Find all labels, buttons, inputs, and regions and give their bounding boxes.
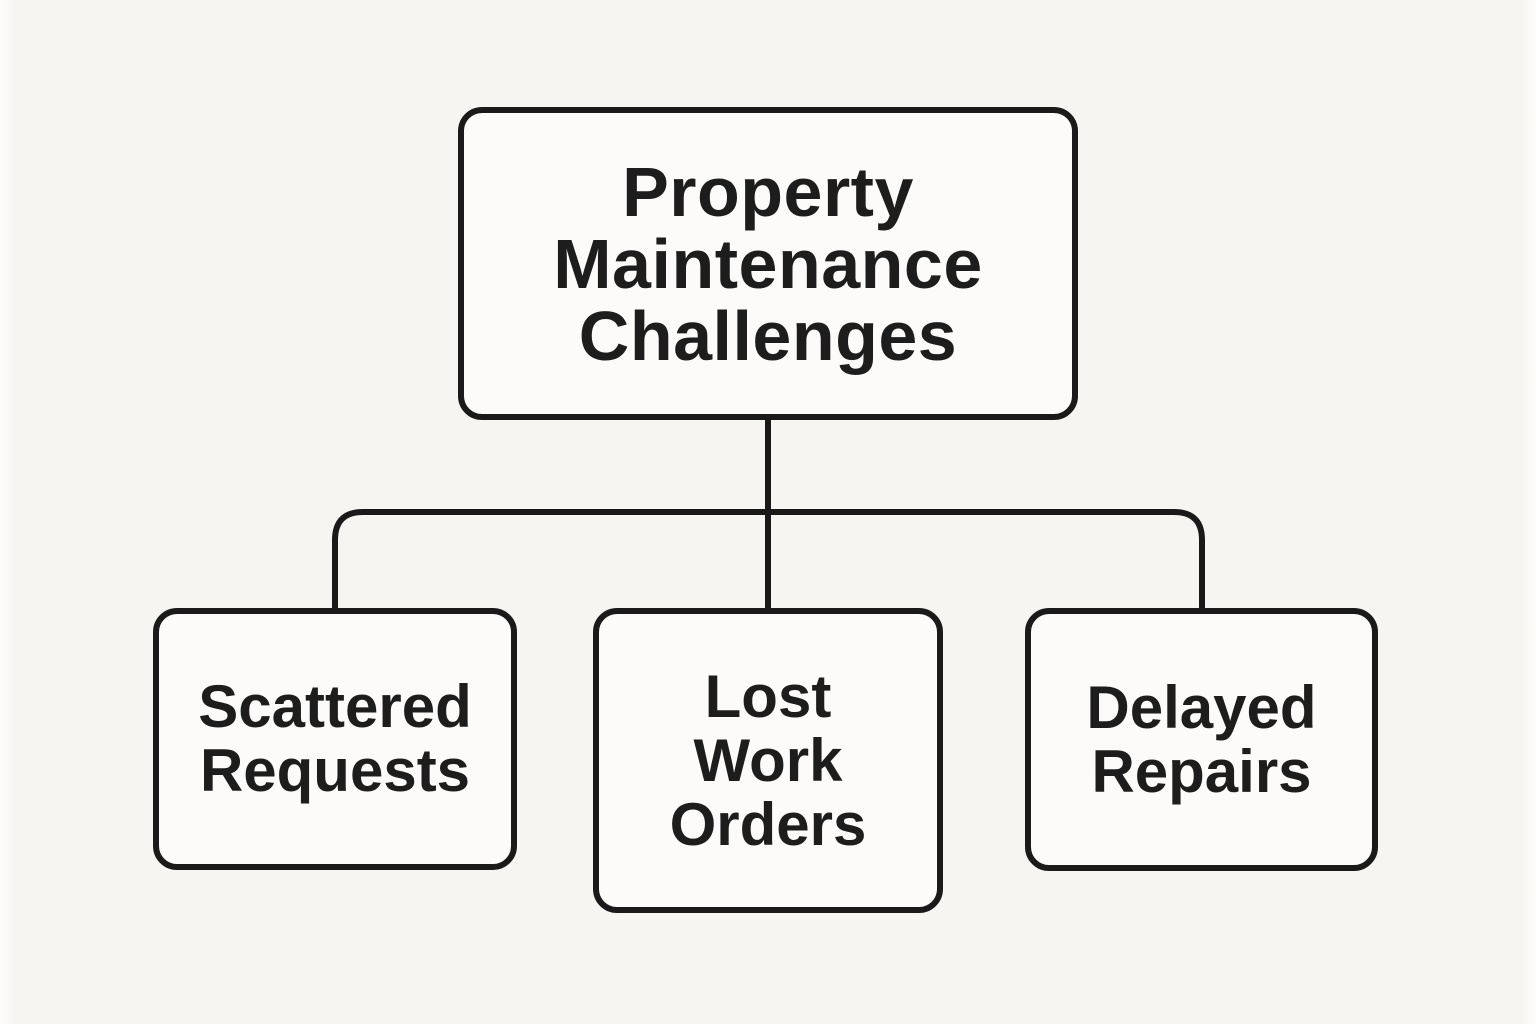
node-property-maintenance-challenges: Property Maintenance Challenges	[458, 107, 1078, 420]
node-delayed-repairs: Delayed Repairs	[1025, 608, 1378, 871]
connector-bracket	[332, 509, 1205, 610]
node-label: Lost Work Orders	[669, 662, 867, 858]
node-lost-work-orders: Lost Work Orders	[593, 608, 943, 913]
node-label: Scattered Requests	[198, 673, 472, 804]
node-label: Property Maintenance Challenges	[553, 152, 983, 375]
node-label: Delayed Repairs	[1086, 673, 1317, 805]
node-scattered-requests: Scattered Requests	[153, 608, 517, 870]
